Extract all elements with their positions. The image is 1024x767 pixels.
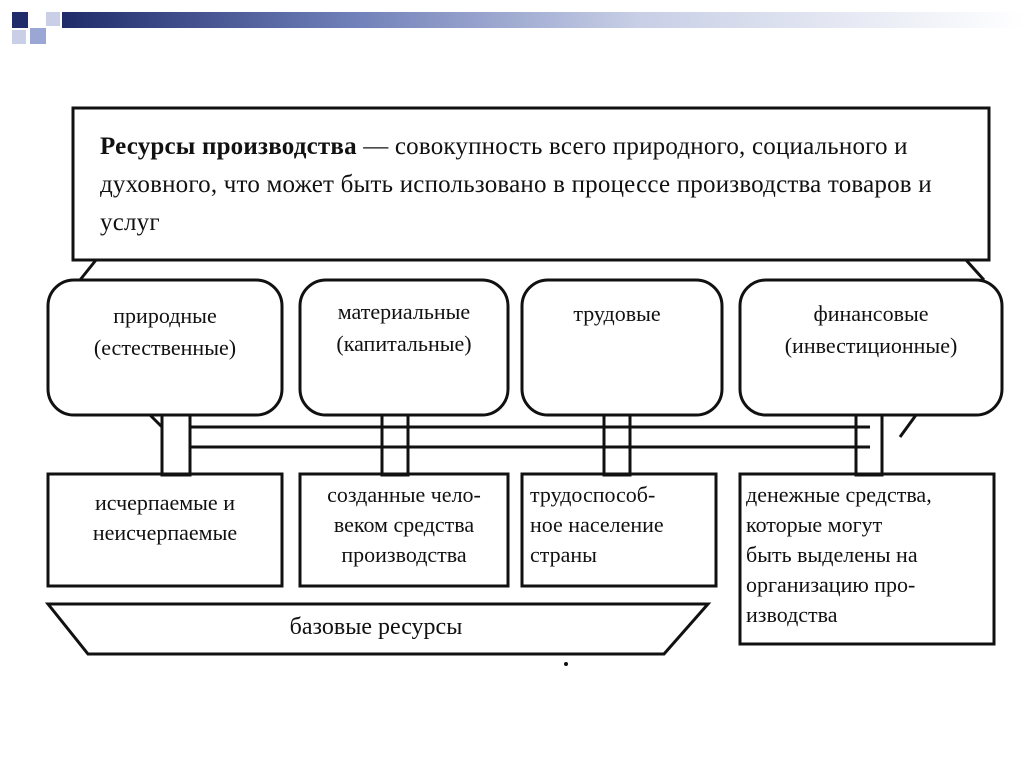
desc-line: изводства [746,602,838,627]
type-line-2: (инвестиционные) [784,333,958,358]
type-line-1: трудовые [573,301,661,326]
base-resources-label: базовые ресурсы [289,614,463,640]
desc-label-2: созданные чело- веком средства производс… [300,480,508,570]
desc-label-3: трудоспособ- ное население страны [530,480,714,570]
desc-line: денежные средства, [746,482,932,507]
definition-box-frame [71,106,991,262]
desc-line: страны [530,542,597,567]
desc-label-4: денежные средства, которые могут быть вы… [746,480,992,630]
header-square-light [30,28,46,44]
base-resources-trapezoid [44,602,712,656]
vertical-connector-1 [160,413,192,477]
type-line-2: (естественные) [93,335,237,360]
type-line-1: природные [113,303,217,328]
desc-box-4 [738,472,996,646]
dot-mark [564,662,568,666]
definition-term: Ресурсы производства [100,133,357,160]
desc-box-1 [46,472,284,588]
vertical-connector-4 [854,413,884,477]
desc-line: быть выделены на [746,542,918,567]
header-square-mid [46,12,60,26]
type-line-1: материальные [337,299,471,324]
type-label-material: материальные (капитальные) [300,296,508,360]
bar-left-diag [148,413,164,429]
definition-body: — совокупность всего природного, социаль… [100,133,932,236]
type-label-natural: природные (естественные) [48,300,282,364]
desc-line: производства [341,542,467,567]
desc-line: которые могут [746,512,883,537]
header-square-dark [12,12,28,28]
type-label-financial: финансовые (инвестиционные) [740,298,1002,362]
desc-line: трудоспособ- [530,482,656,507]
desc-line: неисчерпаемые [92,520,238,545]
desc-label-1: исчерпаемые и неисчерпаемые [48,488,282,548]
vertical-connector-2 [380,413,410,477]
definition-box: Ресурсы производства — совокупность всег… [76,110,986,260]
connector-left-top [78,259,98,281]
desc-line: ное население [530,512,664,537]
bar-right-diag [898,414,918,438]
desc-line: созданные чело- [327,482,481,507]
type-label-labor: трудовые [522,298,712,330]
vertical-connector-3 [602,413,632,477]
type-line-1: финансовые [813,301,929,326]
connector-right-top [964,258,986,282]
header-square-light [12,30,26,44]
desc-line: исчерпаемые и [95,490,235,515]
header-gradient-bar [62,12,1024,28]
desc-line: организацию про- [746,572,916,597]
desc-line: веком средства [333,512,475,537]
definition-text: Ресурсы производства — совокупность всег… [100,128,962,242]
desc-box-3 [520,472,718,588]
type-line-2: (капитальные) [336,331,472,356]
desc-box-2 [298,472,510,588]
